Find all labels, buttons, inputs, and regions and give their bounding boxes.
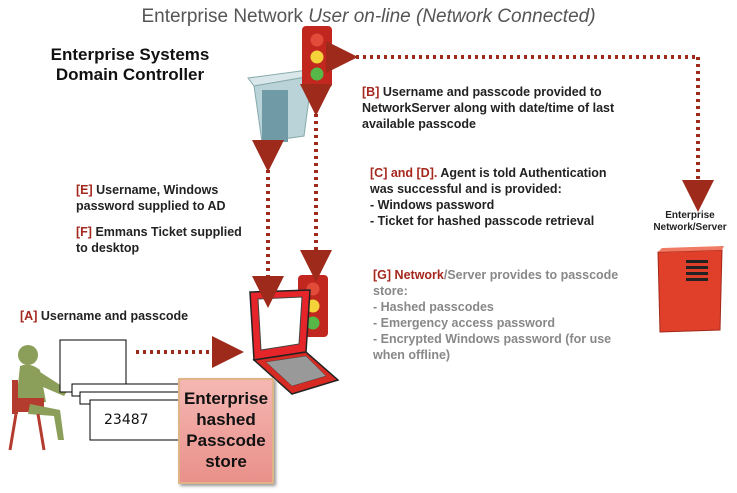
step-cd-tag: [C] and [D]. <box>370 166 438 180</box>
server-label: Enterprise Network/Server <box>640 210 737 234</box>
step-g-bullet-2: - Emergency access password <box>373 316 556 330</box>
step-a-tag: [A] <box>20 309 38 323</box>
title-main: Enterprise Network <box>141 6 304 27</box>
step-g-bullet-1: - Hashed passcodes <box>373 300 494 314</box>
step-b-text: [B] Username and passcode provided to Ne… <box>362 84 662 132</box>
card-back <box>59 339 127 393</box>
step-e-text: [E] Username, Windows password supplied … <box>76 182 256 214</box>
step-a-body: Username and passcode <box>40 309 189 323</box>
step-f-body: Emmans Ticket supplied to desktop <box>76 225 242 255</box>
token-code: 23487 <box>104 412 149 428</box>
title-sub: User on-line (Network Connected) <box>308 6 596 27</box>
step-e-tag: [E] <box>76 183 93 197</box>
store-line3: Passcode <box>186 431 266 450</box>
domain-controller-label: Enterprise Systems Domain Controller <box>30 45 230 85</box>
step-g-tag-network: Network <box>394 268 444 282</box>
step-g-body: /Server provides to passcode store: <box>373 268 619 298</box>
store-line1: Enterprise <box>183 389 269 408</box>
dc-label-line2: Domain Controller <box>55 65 205 84</box>
step-g-text: [G] Network/Server provides to passcode … <box>373 267 633 363</box>
step-cd-bullet-1: - Windows password <box>370 198 495 212</box>
server-label-line2: Network/Server <box>653 222 727 233</box>
step-a-text: [A] Username and passcode <box>20 308 260 324</box>
step-cd-bullet-2: - Ticket for hashed passcode retrieval <box>370 214 595 228</box>
store-line2: hashed <box>196 410 256 429</box>
step-e-body: Username, Windows password supplied to A… <box>76 183 226 213</box>
store-line4: store <box>205 452 247 471</box>
step-cd-body: Agent is told Authentication was success… <box>370 166 607 196</box>
step-b-body: Username and passcode provided to Networ… <box>362 85 615 131</box>
server-icon <box>657 246 724 333</box>
step-b-tag: [B] <box>362 85 380 99</box>
server-label-line1: Enterprise <box>665 210 715 221</box>
page-title: Enterprise Network User on-line (Network… <box>0 6 737 28</box>
domain-controller-icon <box>247 69 313 143</box>
step-f-text: [F] Emmans Ticket supplied to desktop <box>76 224 246 256</box>
token-card <box>89 399 181 441</box>
passcode-store-box: Enterprise hashed Passcode store <box>178 378 274 484</box>
step-g-tag: [G] <box>373 268 392 282</box>
step-cd-text: [C] and [D]. Agent is told Authenticatio… <box>370 165 620 229</box>
step-g-bullet-3: - Encrypted Windows password (for use wh… <box>373 332 612 362</box>
step-f-tag: [F] <box>76 225 92 239</box>
connector-arrows <box>136 41 714 368</box>
dc-label-line1: Enterprise Systems <box>50 45 210 64</box>
traffic-light-top-icon <box>302 26 332 88</box>
person-icon <box>8 345 68 451</box>
